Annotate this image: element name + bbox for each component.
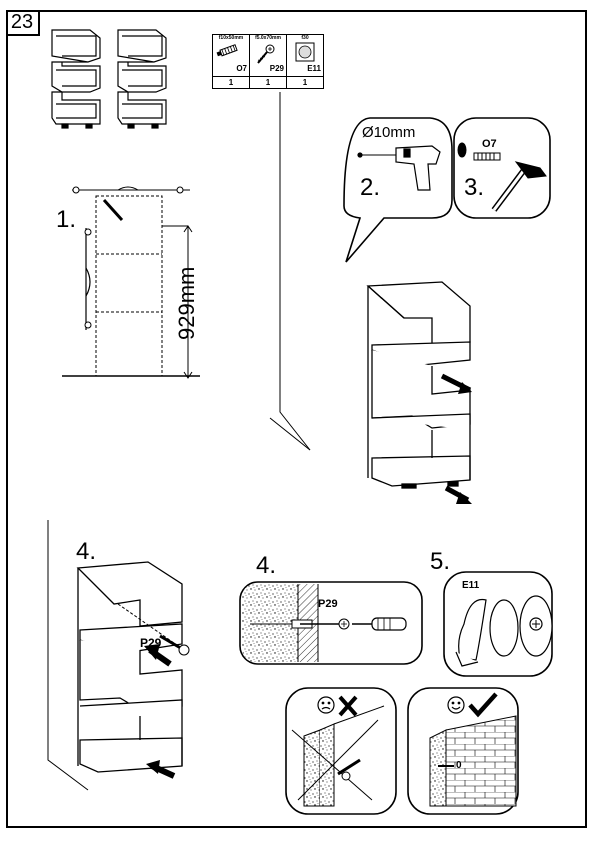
shelf-thumbnail-left (51, 29, 101, 129)
cover-cap-icon (455, 595, 553, 667)
cover-cap-icon (295, 42, 315, 62)
part-qty: 1 (287, 76, 323, 89)
step-3-label: 3. (464, 174, 485, 201)
cap-code-label: E11 (462, 580, 480, 591)
divider-line (279, 92, 311, 451)
arrow-icon (458, 382, 472, 394)
wall-line (47, 520, 89, 791)
step-2-label: 2. (360, 174, 381, 201)
shelf-step4 (76, 561, 183, 773)
part-cell-dowel: f10x50mm O7 1 (213, 35, 250, 88)
height-dimension: 929mm (174, 266, 199, 340)
shelf-thumbnail-right (117, 29, 167, 129)
screwdriver-icon (352, 617, 407, 631)
page-number: 23 (6, 10, 40, 36)
part-code: P29 (269, 64, 284, 73)
parts-table: f10x50mm O7 1 f5.0x70mm P29 1 f30 E11 1 (212, 34, 324, 89)
part-spec: f5.0x70mm (255, 35, 281, 41)
screw-head (178, 644, 190, 656)
part-code: E11 (307, 64, 321, 73)
shelf-main (366, 281, 471, 489)
step1-drawing (62, 186, 200, 379)
hammer-callout (453, 117, 551, 219)
screw-icon (257, 44, 275, 64)
part-qty: 1 (250, 76, 286, 89)
divider-line (269, 417, 311, 451)
part-cell-screw: f5.0x70mm P29 1 (250, 35, 287, 88)
part-spec: f30 (301, 35, 309, 41)
part-cell-cap: f30 E11 1 (287, 35, 323, 88)
arrow-icon (456, 492, 472, 504)
part-spec: f10x50mm (218, 35, 244, 41)
drill-diameter-label: Ø10mm (362, 124, 416, 141)
step-5-label: 5. (430, 548, 451, 575)
screw-code-label: P29 (318, 598, 338, 610)
happy-face-icon (447, 696, 465, 714)
part-qty: 1 (213, 76, 249, 89)
dowel-icon (216, 44, 238, 57)
arrow-icon (146, 760, 160, 774)
cross-mark-icon (338, 695, 358, 717)
arrow-icon (144, 644, 160, 660)
hammer-icon (457, 142, 547, 212)
dowel-code-label: O7 (482, 138, 497, 150)
part-code: O7 (236, 64, 247, 73)
screw-code-label: P29 (140, 636, 162, 650)
step-4-detail-label: 4. (256, 552, 277, 579)
drill-icon (357, 145, 441, 191)
step-4-label: 4. (76, 538, 97, 565)
step-1-label: 1. (56, 206, 77, 233)
page-frame (6, 10, 587, 828)
sad-face-icon (317, 696, 335, 714)
wall-clearance-label: 0 (456, 760, 462, 771)
check-mark-icon (468, 692, 498, 718)
